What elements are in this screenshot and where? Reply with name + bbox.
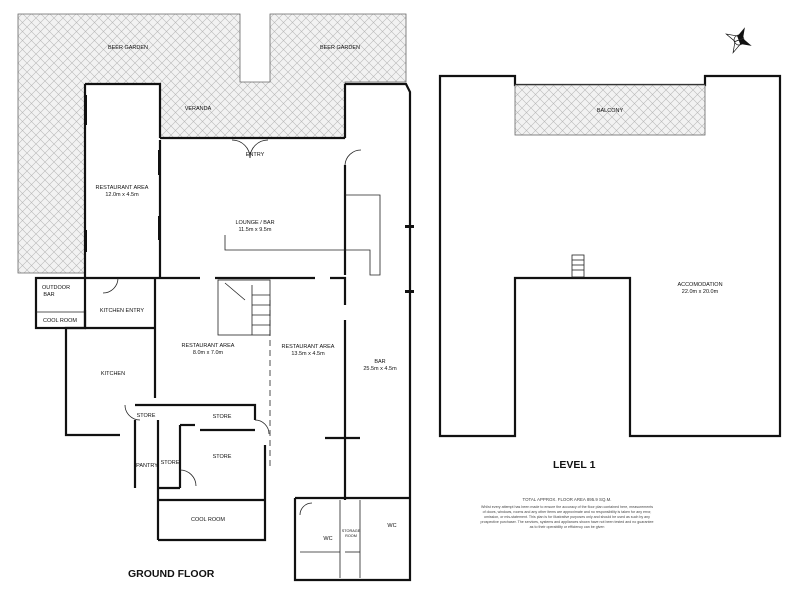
accommodation-label: ACCOMODATION <box>677 282 722 288</box>
floor-area-notes: TOTAL APPROX. FLOOR AREA 895.9 SQ.M. Whi… <box>481 497 654 529</box>
kitchen-entry-label: KITCHEN ENTRY <box>100 308 145 314</box>
wc-1-label: WC <box>323 536 332 542</box>
compass-rose-icon <box>725 27 752 54</box>
outdoor-bar-label-1: OUTDOOR <box>42 285 70 291</box>
bar-size: 25.5m x 4.5m <box>363 366 397 372</box>
store-2-label: STORE <box>213 414 232 420</box>
restaurant-area-3-size: 13.5m x 4.5m <box>291 351 325 357</box>
wc-2-label: WC <box>387 523 396 529</box>
cool-room-large-label: COOL ROOM <box>191 517 225 523</box>
restaurant-area-3-label: RESTAURANT AREA <box>282 344 335 350</box>
balcony-area <box>514 84 706 136</box>
lounge-bar-size: 11.5m x 9.5m <box>239 227 272 233</box>
store-1-label: STORE <box>137 413 156 419</box>
lounge-bar-label: LOUNGE / BAR <box>235 220 274 226</box>
beer-garden-right-label: BEER GARDEN <box>320 45 360 51</box>
disclaimer-line-2: of doors, windows, rooms and any other i… <box>483 510 652 514</box>
total-area-text: TOTAL APPROX. FLOOR AREA 895.9 SQ.M. <box>523 497 612 502</box>
ground-floor-walls <box>34 82 414 582</box>
disclaimer-line-3: omission, or mis-statement. This plan is… <box>484 515 650 519</box>
disclaimer-line-5: as to their operability or efficiency ca… <box>530 525 605 529</box>
storage-room-label-2: ROOM <box>345 534 357 538</box>
disclaimer-line-4: prospective purchaser. The services, sys… <box>481 520 654 524</box>
staircase <box>217 279 271 336</box>
cool-room-small-label: COOL ROOM <box>43 318 77 324</box>
restaurant-area-2-size: 8.0m x 7.0m <box>193 350 224 356</box>
ground-floor-title: GROUND FLOOR <box>128 568 215 580</box>
level-1-title: LEVEL 1 <box>553 459 596 471</box>
store-3-label: STORE <box>161 460 180 466</box>
restaurant-area-1-size: 12.0m x 4.5m <box>105 192 139 198</box>
entry-label: ENTRY <box>246 152 265 158</box>
level-1-plan: BALCONY ACCOMODATION 22.0m x 20.0m LEVEL… <box>438 74 782 471</box>
pantry-label: PANTRY <box>136 463 158 469</box>
restaurant-area-2-label: RESTAURANT AREA <box>182 343 235 349</box>
balcony-label: BALCONY <box>597 108 624 114</box>
veranda-label: VERANDA <box>185 106 212 112</box>
outdoor-bar-label-2: BAR <box>43 292 54 298</box>
accommodation-size: 22.0m x 20.0m <box>682 289 719 295</box>
bar-label: BAR <box>374 359 385 365</box>
store-4-label: STORE <box>213 454 232 460</box>
ground-floor-labels: BEER GARDEN BEER GARDEN VERANDA ENTRY RE… <box>42 45 397 580</box>
storage-room-label-1: STORAGE <box>342 529 361 533</box>
beer-garden-area <box>17 13 407 274</box>
restaurant-area-1-label: RESTAURANT AREA <box>96 185 149 191</box>
disclaimer-line-1: Whilst every attempt has been made to en… <box>481 505 653 509</box>
kitchen-label: KITCHEN <box>101 371 125 377</box>
beer-garden-left-label: BEER GARDEN <box>108 45 148 51</box>
level-1-stair <box>571 254 585 278</box>
